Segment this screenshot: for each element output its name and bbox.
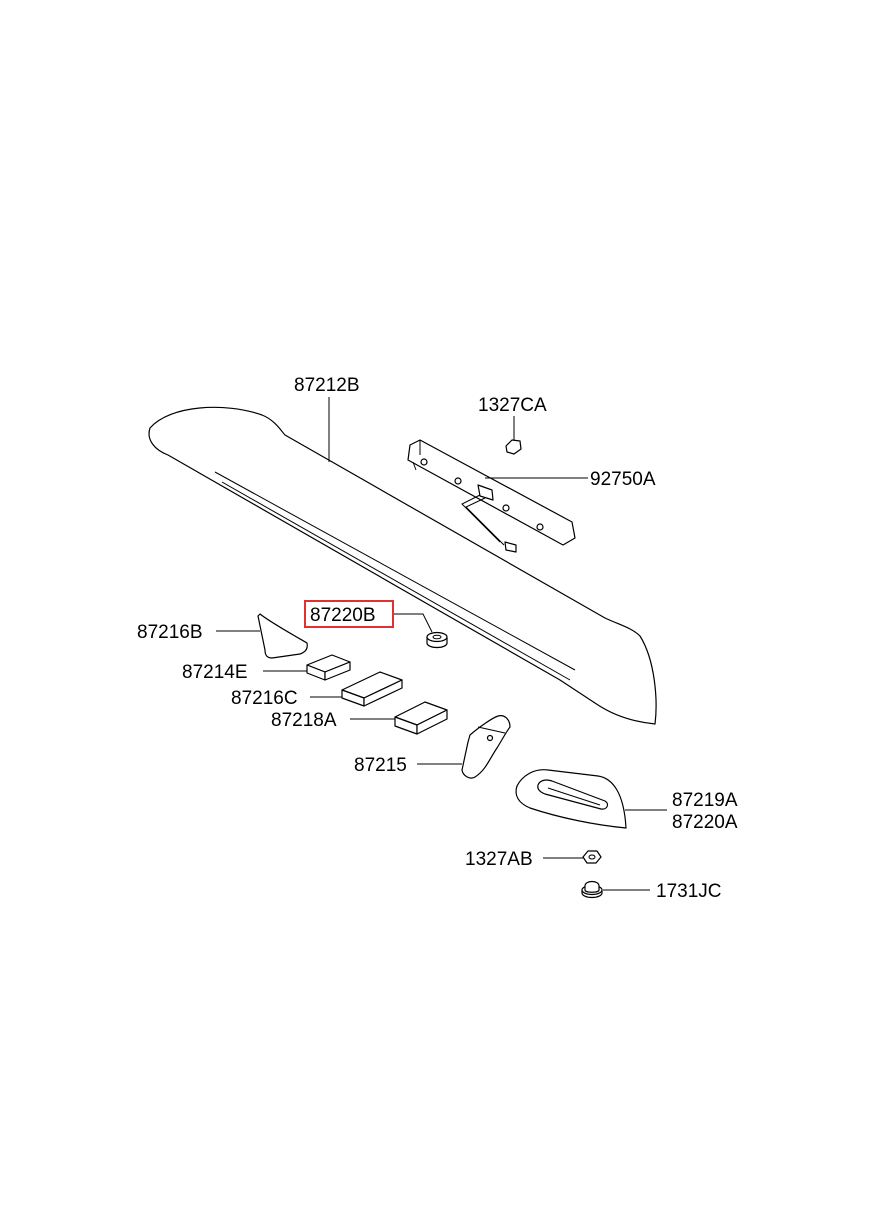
- label-87212b[interactable]: 87212B: [294, 375, 360, 396]
- plate-87219a-87220a: [515, 769, 627, 829]
- spoiler-87212b: [148, 406, 657, 725]
- bracket-87215: [461, 715, 511, 779]
- highlight-box: [304, 600, 394, 628]
- label-87219a[interactable]: 87219A: [672, 790, 738, 811]
- label-87220b[interactable]: 87220B: [310, 605, 376, 626]
- label-87216b[interactable]: 87216B: [137, 622, 203, 643]
- nut-1327ca: [505, 439, 522, 455]
- stop-lamp-92750a: [407, 439, 576, 553]
- pad-87218a: [394, 701, 448, 735]
- pad-87216b: [257, 613, 308, 659]
- label-1327ca[interactable]: 1327CA: [478, 395, 547, 416]
- label-87216c[interactable]: 87216C: [231, 688, 298, 709]
- label-87218a[interactable]: 87218A: [271, 710, 337, 731]
- grommet-1731jc: [581, 880, 603, 899]
- washer-87220b: [426, 631, 448, 649]
- label-1327ab[interactable]: 1327AB: [465, 849, 533, 870]
- pad-87214e: [306, 654, 351, 681]
- label-1731jc[interactable]: 1731JC: [656, 881, 722, 902]
- nut-1327ab: [582, 850, 602, 864]
- label-92750a[interactable]: 92750A: [590, 469, 656, 490]
- label-87220a[interactable]: 87220A: [672, 812, 738, 833]
- label-87214e[interactable]: 87214E: [182, 662, 248, 683]
- label-87215[interactable]: 87215: [354, 755, 407, 776]
- leader-lines: [216, 397, 667, 891]
- pad-87216c: [341, 671, 403, 707]
